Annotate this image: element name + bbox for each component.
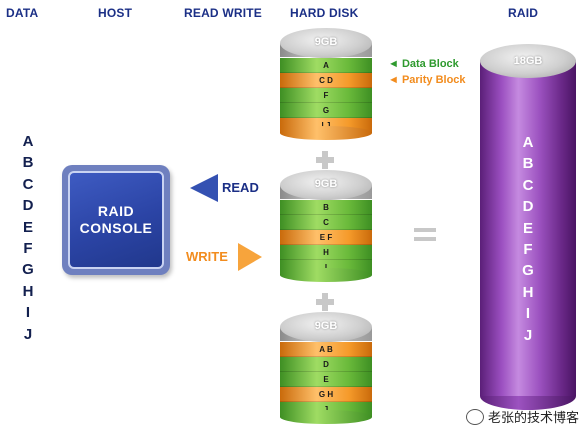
disk-band: A B (280, 342, 372, 357)
disk-band: C D (280, 73, 372, 88)
disk-capacity: 9GB (314, 320, 338, 332)
disk-capacity: 9GB (314, 178, 338, 190)
raid-letter: I (525, 305, 531, 323)
disk-band: F (280, 88, 372, 103)
disk-top: 9GB (280, 28, 372, 58)
raid-body (480, 60, 576, 396)
raid-letter: G (522, 262, 534, 280)
console-line1: RAID (97, 203, 135, 219)
data-letter: I (25, 304, 31, 322)
header-data: DATA (6, 6, 39, 20)
watermark: 老张的技术博客 (465, 407, 579, 426)
disk-band: A (280, 58, 372, 73)
disk-band: G (280, 103, 372, 118)
raid-console-panel: RAID CONSOLE (68, 171, 164, 269)
data-letters-column: A B C D E F G H I J (18, 131, 38, 345)
raid-letter: E (522, 219, 533, 237)
disk-band: H (280, 245, 372, 260)
disk-bottom (280, 126, 372, 140)
read-arrow-icon (190, 174, 218, 202)
raid-capacity: 18GB (513, 55, 543, 67)
disk-bands: B C E F H I (280, 200, 372, 275)
disk-band: D (280, 357, 372, 372)
console-line2: CONSOLE (79, 220, 153, 236)
disk-top: 9GB (280, 312, 372, 342)
plus-icon (316, 151, 334, 169)
raid-cylinder: 18GB A B C D E F G H I J (480, 44, 576, 410)
disk-bands: A B D E G H J (280, 342, 372, 417)
raid-letter: A (522, 134, 534, 151)
legend-parity-block: ◄ Parity Block (388, 74, 466, 86)
data-letter: A (22, 133, 34, 150)
disk-top: 9GB (280, 170, 372, 200)
disk-bands: A C D F G I J (280, 58, 372, 133)
raid-letter: C (522, 176, 534, 194)
raid-letter: J (523, 326, 533, 344)
data-letter: E (22, 218, 33, 236)
raid-letter: B (522, 155, 534, 173)
data-letter: G (22, 261, 34, 279)
disk-bottom (280, 410, 372, 424)
raid-letter: D (522, 198, 534, 216)
disk-band: E F (280, 230, 372, 245)
legend-data-block: ◄ Data Block (388, 58, 459, 70)
data-letter: B (22, 154, 34, 172)
raid-top: 18GB (480, 44, 576, 78)
write-label: WRITE (186, 249, 228, 264)
raid-letter: F (523, 241, 533, 259)
equals-icon (414, 228, 436, 242)
watermark-text: 老张的技术博客 (487, 410, 579, 425)
disk-band: G H (280, 387, 372, 402)
header-hard-disk: HARD DISK (290, 6, 359, 20)
disk-band: B (280, 200, 372, 215)
disk-capacity: 9GB (314, 36, 338, 48)
data-letter: D (22, 197, 34, 215)
chat-bubble-icon (465, 408, 484, 425)
raid-letter: H (522, 283, 534, 301)
data-letter: F (23, 240, 33, 258)
read-label: READ (222, 180, 259, 195)
data-letter: J (23, 325, 33, 343)
disk-band: E (280, 372, 372, 387)
header-read-write: READ WRITE (184, 6, 262, 20)
plus-icon (316, 293, 334, 311)
disk-bottom (280, 268, 372, 282)
data-letter: H (22, 282, 34, 300)
disk-band: C (280, 215, 372, 230)
raid-letters: A B C D E F G H I J (480, 132, 576, 346)
data-letter: C (22, 175, 34, 193)
header-raid: RAID (508, 6, 539, 20)
write-arrow-icon (238, 243, 262, 271)
raid-console-box: RAID CONSOLE (62, 165, 170, 275)
header-host: HOST (98, 6, 133, 20)
